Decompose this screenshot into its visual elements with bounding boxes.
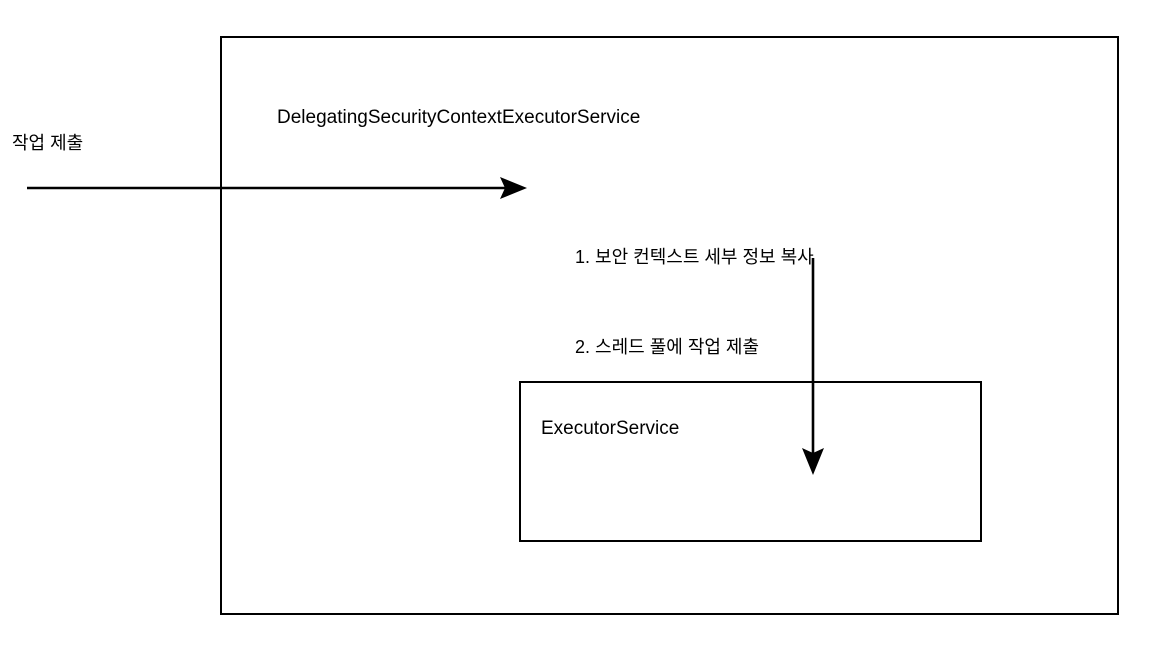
steps-list: 1. 보안 컨텍스트 세부 정보 복사 2. 스레드 풀에 작업 제출 bbox=[575, 182, 814, 422]
inner-component-title: ExecutorService bbox=[541, 418, 680, 439]
outer-component-title: DelegatingSecurityContextExecutorService bbox=[277, 107, 641, 128]
step-item-2: 2. 스레드 풀에 작업 제출 bbox=[575, 337, 760, 357]
step-item-1: 1. 보안 컨텍스트 세부 정보 복사 bbox=[575, 247, 814, 267]
delegating-security-context-executor-service-box bbox=[220, 36, 1119, 615]
executor-service-box bbox=[519, 381, 982, 542]
incoming-task-label: 작업 제출 bbox=[12, 133, 84, 153]
